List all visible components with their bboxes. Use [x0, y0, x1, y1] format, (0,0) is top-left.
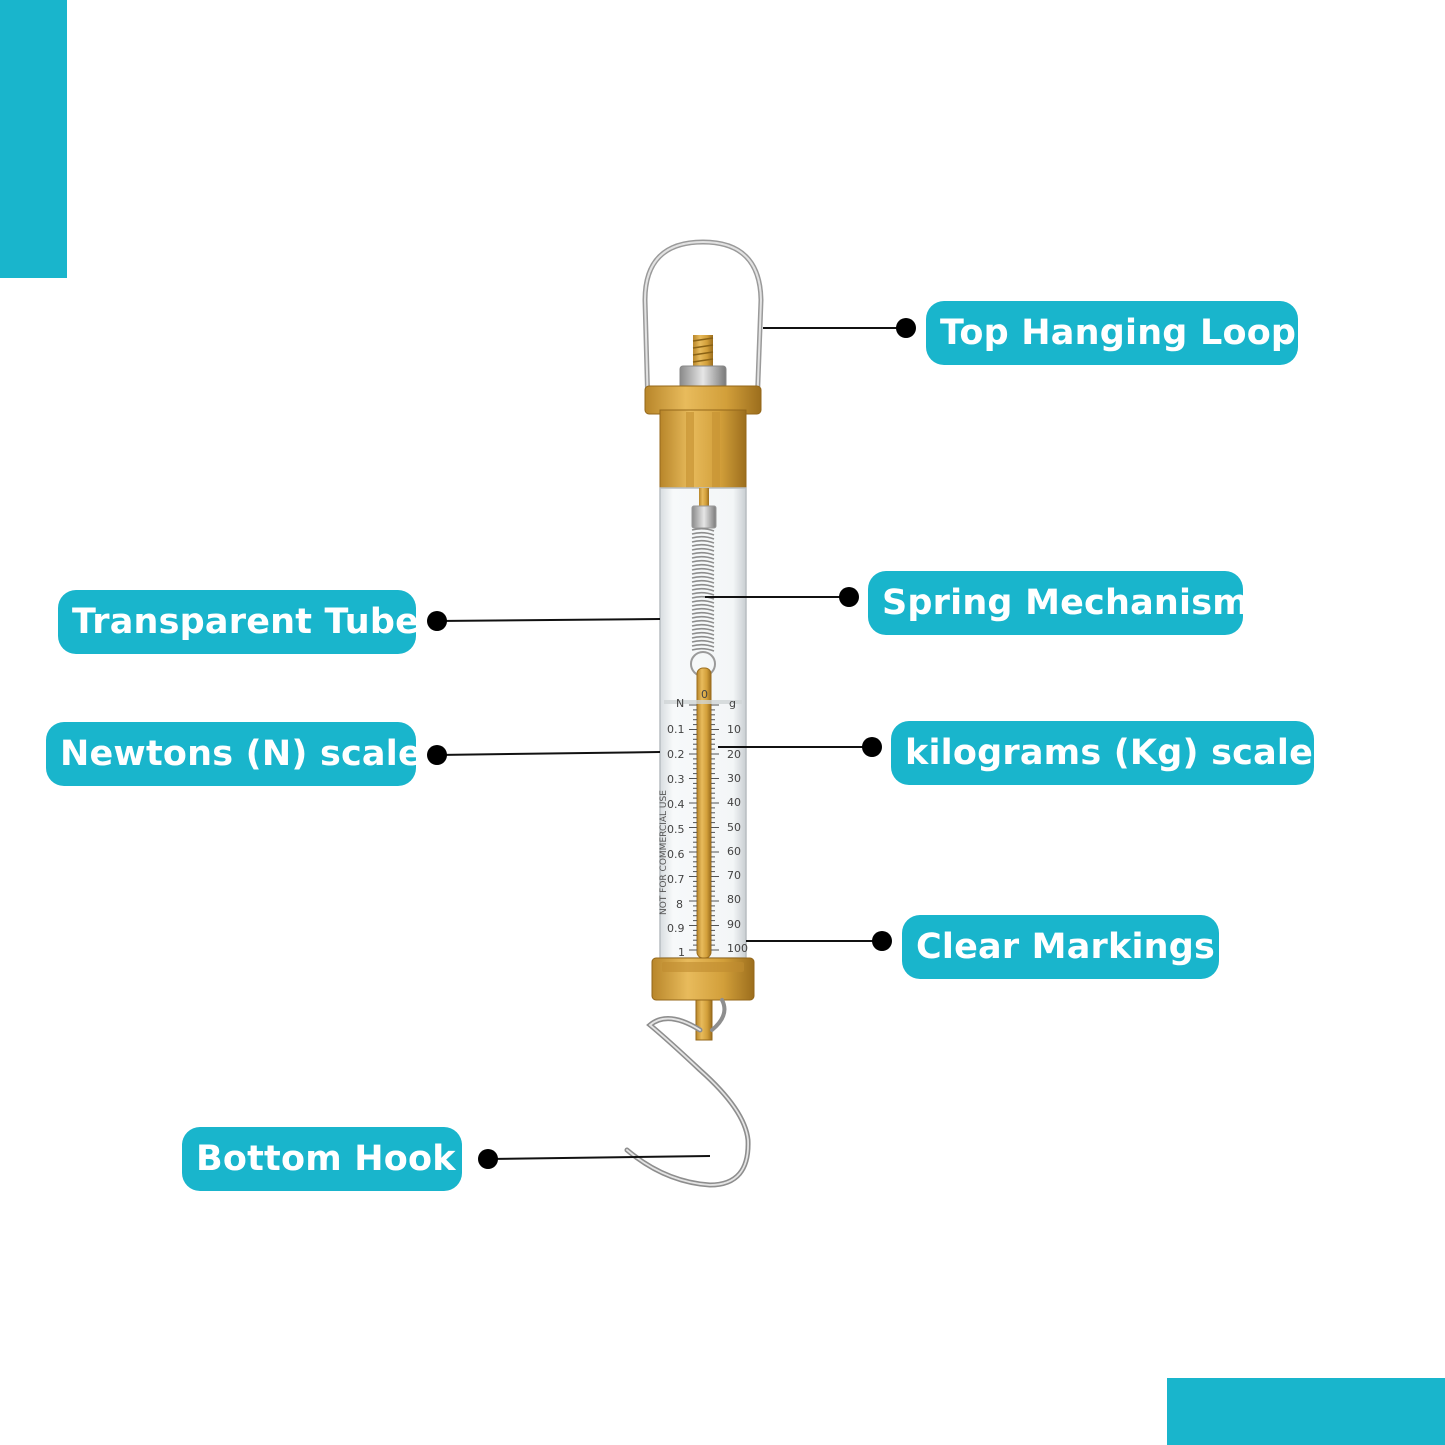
scale-g-header: g	[729, 697, 736, 710]
label-spring-mechanism: Spring Mechanism	[868, 571, 1249, 635]
newton-tick-label: 0.7	[667, 873, 685, 886]
spring-coil	[691, 543, 715, 548]
spring-coil	[691, 635, 715, 640]
gram-tick-label: 90	[727, 918, 741, 931]
spring-coil	[691, 631, 715, 636]
spring-coil	[691, 595, 715, 600]
spring-coil	[691, 555, 715, 560]
spring-coil	[691, 531, 715, 536]
newton-tick-label: 0.4	[667, 798, 685, 811]
label-kilograms-scale: kilograms (Kg) scale	[891, 721, 1314, 785]
spring-coil	[691, 619, 715, 624]
newton-tick-label: 8	[676, 898, 683, 911]
newton-tick-label: 1	[678, 946, 685, 959]
gram-tick-label: 40	[727, 796, 741, 809]
top-nut	[679, 365, 727, 389]
dot-tube	[427, 611, 447, 631]
spring-coil	[691, 607, 715, 612]
newton-tick-label: 0.1	[667, 723, 685, 736]
leader-dots	[427, 318, 916, 1169]
scale-ticks	[689, 704, 719, 951]
dot-newtons	[427, 745, 447, 765]
spring-coil	[691, 563, 715, 568]
spring-coil	[691, 559, 715, 564]
newton-tick-label: 0.5	[667, 823, 685, 836]
label-bottom-hook: Bottom Hook	[182, 1127, 462, 1191]
spring-coil	[691, 579, 715, 584]
newton-scale: 0.1 0.2 0.3 0.4 0.5 0.6 0.7 8 0.9 1	[667, 723, 685, 959]
spring-coil	[691, 551, 715, 556]
spring-coil	[691, 571, 715, 576]
spring-coil	[691, 627, 715, 632]
spring-coil	[691, 591, 715, 596]
leader-lines	[436, 327, 905, 1160]
dot-kg	[862, 737, 882, 757]
accent-bar-top-left	[0, 0, 67, 278]
label-newtons-scale: Newtons (N) scale	[46, 722, 422, 786]
newton-tick-label: 0.3	[667, 773, 685, 786]
spring-coil	[691, 567, 715, 572]
newton-tick-label: 0.9	[667, 922, 685, 935]
gram-tick-label: 60	[727, 845, 741, 858]
spring-coil	[691, 643, 715, 648]
label-clear-markings: Clear Markings	[902, 915, 1219, 979]
gram-tick-label: 20	[727, 748, 741, 761]
spring-coil	[691, 535, 715, 540]
accent-bar-bottom-right	[1167, 1378, 1445, 1445]
scale-n-header: N	[676, 697, 684, 710]
spring-coil	[691, 611, 715, 616]
gram-tick-label: 30	[727, 772, 741, 785]
top-cap-body	[659, 409, 747, 491]
spring-coil	[691, 639, 715, 644]
not-for-commercial-use-text: NOT FOR COMMERCIAL USE	[659, 790, 669, 915]
spring-coil	[691, 599, 715, 604]
spring-coil	[691, 575, 715, 580]
spring-coils	[691, 527, 715, 652]
gram-tick-label: 70	[727, 869, 741, 882]
gram-tick-label: 100	[727, 942, 748, 955]
spring-coil	[691, 547, 715, 552]
spring-coil	[691, 647, 715, 652]
gram-tick-label: 50	[727, 821, 741, 834]
indicator-rod	[696, 667, 712, 959]
dot-markings	[872, 931, 892, 951]
gram-scale: 10 20 30 40 50 60 70 80 90 100	[727, 723, 748, 955]
gram-tick-label: 10	[727, 723, 741, 736]
spring-coil	[691, 623, 715, 628]
newton-tick-label: 0.6	[667, 848, 685, 861]
dot-top-loop	[896, 318, 916, 338]
spring-coil	[691, 527, 715, 532]
spring-coil	[691, 583, 715, 588]
spring-coil	[691, 587, 715, 592]
spring-coil	[691, 603, 715, 608]
dot-hook	[478, 1149, 498, 1169]
scale-zero: 0	[701, 688, 708, 701]
newton-tick-label: 0.2	[667, 748, 685, 761]
label-transparent-tube: Transparent Tube	[58, 590, 419, 654]
gram-tick-label: 80	[727, 893, 741, 906]
spring-coil	[691, 539, 715, 544]
label-top-hanging-loop: Top Hanging Loop	[926, 301, 1298, 365]
spring-coil	[691, 615, 715, 620]
dot-spring	[839, 587, 859, 607]
